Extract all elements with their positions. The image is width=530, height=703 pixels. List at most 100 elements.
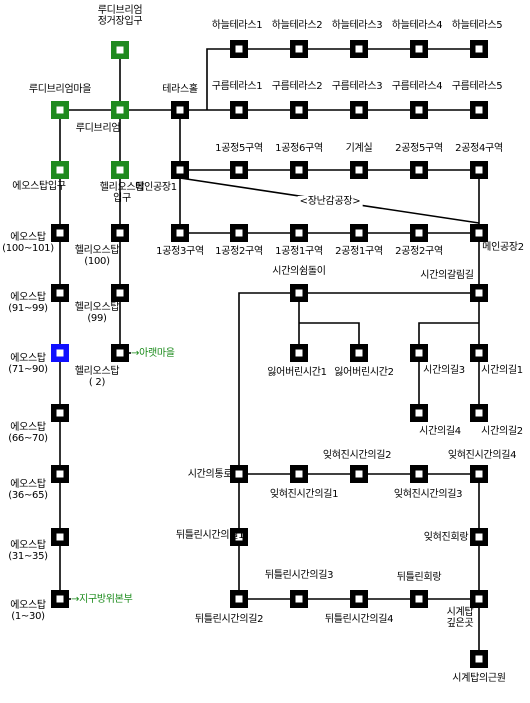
label-f1z1: 1공정1구역: [275, 246, 323, 257]
label-time-road4: 시간의길4: [419, 426, 461, 437]
node-twist-corr: [410, 590, 428, 608]
node-clock-origin: [470, 650, 488, 668]
node-lost-time2: [350, 344, 368, 362]
node-cloud2: [290, 101, 308, 119]
label-forgot3: 잊혀진시간의길3: [393, 489, 463, 500]
node-eos-66: [51, 404, 69, 422]
node-helios-ent: [111, 161, 129, 179]
node-time-road2: [470, 404, 488, 422]
label-eos-ent: 에오스탑입구: [12, 181, 66, 192]
node-ludi-station: [111, 41, 129, 59]
label-ludi: 루디브리엄: [75, 123, 121, 134]
label-sky4: 하늘테라스4: [391, 20, 443, 31]
label-hel-100: 헬리오스탑(100): [74, 245, 120, 267]
node-forgot3: [410, 465, 428, 483]
label-forgot-corr: 잊혀진회랑: [423, 532, 469, 543]
node-forgot-corr: [470, 528, 488, 546]
node-f1z1: [290, 224, 308, 242]
node-layer: [51, 40, 488, 668]
label-cloud1: 구름테라스1: [211, 81, 263, 92]
node-eos-91: [51, 284, 69, 302]
label-forgot4: 잊혀진시간의길4: [447, 450, 517, 461]
label-twist1: 뒤틀린시간의길1: [175, 530, 245, 541]
edge-layer: [59, 48, 480, 659]
label-time-road3: 시간의길3: [423, 365, 465, 376]
label-f2z2: 2공정2구역: [395, 246, 443, 257]
label-sky1: 하늘테라스1: [211, 20, 263, 31]
node-time-road4: [410, 404, 428, 422]
node-eos-100: [51, 224, 69, 242]
node-f2z1: [350, 224, 368, 242]
label-cloud4: 구름테라스4: [391, 81, 443, 92]
node-twist1: [230, 528, 248, 546]
exit-jigu-label: →지구방위본부: [71, 594, 133, 605]
label-time-road1: 시간의길1: [481, 365, 523, 376]
node-main2: [470, 224, 488, 242]
label-eos-91: 에오스탑(91~99): [8, 292, 48, 314]
node-cloud5: [470, 101, 488, 119]
label-sky5: 하늘테라스5: [451, 20, 503, 31]
node-cloud3: [350, 101, 368, 119]
label-hel-99: 헬리오스탑(99): [74, 302, 120, 324]
label-f2z1: 2공정1구역: [335, 246, 383, 257]
node-time-passage: [230, 465, 248, 483]
node-ludi: [111, 101, 129, 119]
node-eos-31: [51, 528, 69, 546]
label-f1z6: 1공정6구역: [275, 143, 323, 154]
node-forgot4: [470, 465, 488, 483]
node-lost-time1: [290, 344, 308, 362]
node-machine: [350, 161, 368, 179]
node-terrace-hall: [171, 101, 189, 119]
node-ludi-village: [51, 101, 69, 119]
node-hel-100: [111, 224, 129, 242]
label-time-cross: 시간의갈림길: [420, 270, 474, 281]
node-eos-71: [51, 344, 69, 362]
node-f2z4: [470, 161, 488, 179]
label-forgot1: 잊혀진시간의길1: [269, 489, 339, 500]
label-twist-corr: 뒤틀린회랑: [396, 572, 442, 583]
node-sky1: [230, 40, 248, 58]
label-terrace-hall: 테라스홀: [162, 84, 198, 95]
node-eos-36: [51, 465, 69, 483]
node-sky3: [350, 40, 368, 58]
node-cloud1: [230, 101, 248, 119]
label-sky2: 하늘테라스2: [271, 20, 323, 31]
node-sky4: [410, 40, 428, 58]
label-f1z3: 1공정3구역: [156, 246, 204, 257]
label-eos-100: 에오스탑(100~101): [2, 232, 54, 254]
node-cloud4: [410, 101, 428, 119]
label-lost-time1: 잃어버린시간1: [267, 367, 327, 378]
edge-sky-branch: [206, 48, 239, 110]
node-forgot2: [350, 465, 368, 483]
label-f1z2: 1공정2구역: [215, 246, 263, 257]
edge-lost-time-branch: [299, 322, 360, 353]
label-twist2: 뒤틀린시간의길2: [194, 614, 264, 625]
toy-factory-label: <장난감공장>: [297, 196, 363, 207]
label-eos-71: 에오스탑(71~90): [8, 353, 48, 375]
node-f1z6: [290, 161, 308, 179]
exit-arae-label: →아랫마을: [131, 348, 175, 359]
label-time-road2: 시간의길2: [481, 426, 523, 437]
label-eos-36: 에오스탑(36~65): [8, 479, 48, 501]
node-main1: [171, 161, 189, 179]
label-eos-1: 에오스탑(1~30): [10, 600, 46, 622]
node-sky2: [290, 40, 308, 58]
node-time-road1: [470, 344, 488, 362]
label-time-rest: 시간의쉼돌이: [272, 266, 326, 277]
label-lost-time2: 잃어버린시간2: [334, 367, 394, 378]
label-machine: 기계실: [345, 143, 373, 154]
node-sky5: [470, 40, 488, 58]
label-ludi-village: 루디브리엄마을: [28, 84, 92, 95]
label-sky3: 하늘테라스3: [331, 20, 383, 31]
node-f1z2: [230, 224, 248, 242]
label-forgot2: 잊혀진시간의길2: [322, 450, 392, 461]
label-cloud2: 구름테라스2: [271, 81, 323, 92]
node-time-road3: [410, 344, 428, 362]
label-eos-31: 에오스탑(31~35): [8, 540, 48, 562]
node-time-rest: [290, 284, 308, 302]
node-forgot1: [290, 465, 308, 483]
